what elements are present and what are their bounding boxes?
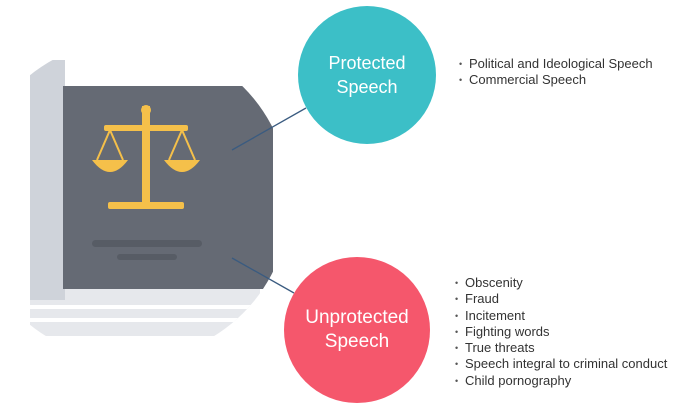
list-item: Incitement: [455, 308, 667, 325]
connector-protected: [231, 107, 307, 151]
unprotected-speech-list: ObscenityFraudIncitementFighting wordsTr…: [455, 275, 667, 389]
list-item: Commercial Speech: [459, 72, 653, 88]
unprotected-speech-label: Unprotected Speech: [305, 307, 409, 352]
list-item: True threats: [455, 340, 667, 357]
book-page-line: [30, 318, 260, 322]
scales-of-justice-icon: [92, 105, 200, 209]
book-spine: [30, 60, 65, 300]
list-item: Child pornography: [455, 373, 667, 390]
list-item: Political and Ideological Speech: [459, 56, 653, 72]
list-item: Speech integral to criminal conduct: [455, 356, 667, 373]
list-item: Fraud: [455, 291, 667, 308]
book-icon: [30, 60, 273, 336]
list-item: Obscenity: [455, 275, 667, 292]
book-pages: [30, 286, 260, 336]
protected-speech-list: Political and Ideological SpeechCommerci…: [459, 56, 653, 88]
protected-speech-circle: Protected Speech: [298, 6, 436, 144]
book-page-line: [30, 305, 260, 309]
book-subtitle-bar: [117, 254, 177, 260]
connector-unprotected: [231, 257, 295, 294]
protected-speech-label: Protected Speech: [328, 53, 406, 97]
unprotected-speech-circle: Unprotected Speech: [284, 257, 430, 403]
book-title-bar: [92, 240, 202, 247]
list-item: Fighting words: [455, 324, 667, 341]
